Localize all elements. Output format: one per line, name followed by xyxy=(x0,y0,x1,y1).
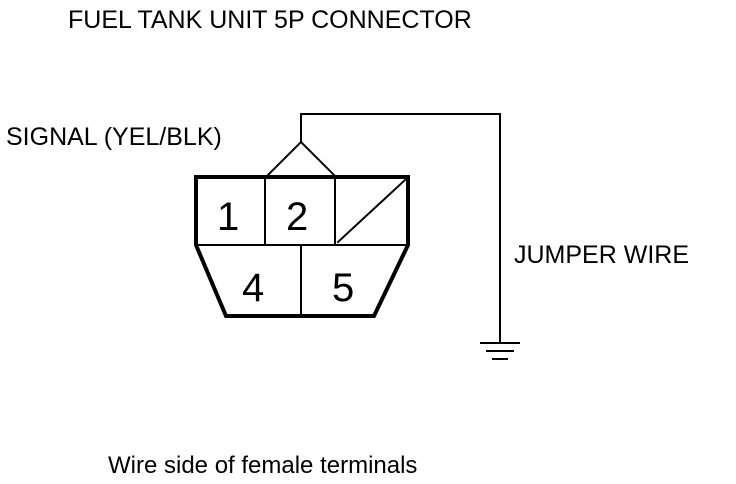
terminal-4: 4 xyxy=(242,266,264,310)
terminal-5: 5 xyxy=(332,266,354,310)
jumper-wire-label: JUMPER WIRE xyxy=(514,241,689,269)
signal-label: SIGNAL (YEL/BLK) xyxy=(6,123,222,151)
diagram-title: FUEL TANK UNIT 5P CONNECTOR xyxy=(68,6,472,34)
terminal-1: 1 xyxy=(217,195,239,239)
caption: Wire side of female terminals xyxy=(108,452,417,479)
terminal-2: 2 xyxy=(286,195,308,239)
empty-cavity-slash xyxy=(336,178,407,244)
jumper-wire xyxy=(300,113,501,344)
ground-icon xyxy=(480,342,520,360)
probe-arrow xyxy=(264,140,338,179)
connector-5p: 1 2 4 5 xyxy=(194,175,410,318)
